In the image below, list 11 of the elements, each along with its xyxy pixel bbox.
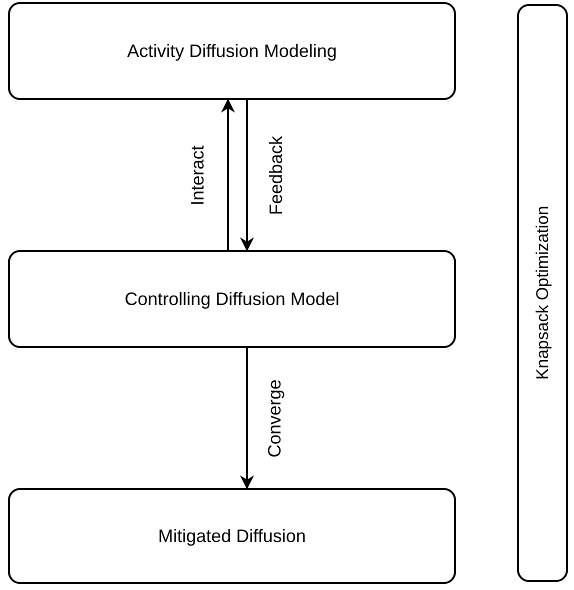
arrow bbox=[240, 348, 254, 490]
box-label: Mitigated Diffusion bbox=[158, 524, 306, 548]
process-box bbox=[8, 2, 456, 100]
arrow bbox=[240, 100, 254, 252]
arrow bbox=[221, 98, 235, 250]
process-box bbox=[517, 4, 568, 582]
box-label: Knapsack Optimization bbox=[532, 206, 553, 380]
process-box bbox=[8, 250, 456, 348]
box-label: Activity Diffusion Modeling bbox=[127, 40, 337, 63]
box-label: Controlling Diffusion Model bbox=[124, 288, 340, 311]
process-box bbox=[8, 488, 456, 584]
